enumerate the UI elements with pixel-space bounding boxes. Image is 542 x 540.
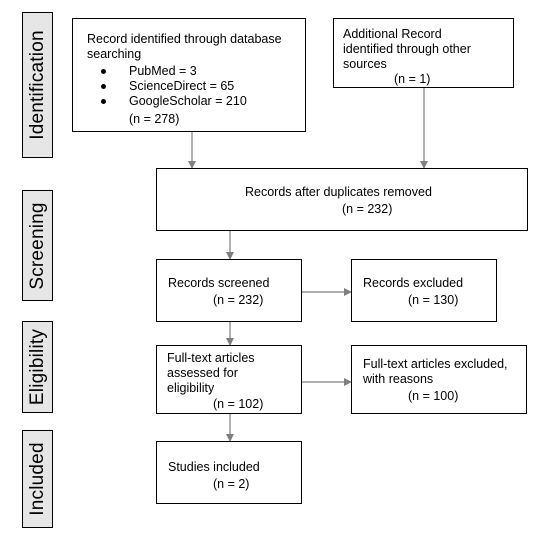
fulltext-assessed-count: (n = 102) (213, 397, 264, 411)
records-screened-count: (n = 232) (213, 293, 264, 307)
source-pubmed-label: PubMed = 3 (129, 64, 197, 78)
records-excluded-label: Records excluded (363, 276, 464, 290)
studies-included-count: (n = 2) (213, 477, 250, 491)
source-googlescholar-label: GoogleScholar = 210 (129, 94, 247, 108)
duplicates-removed-label: Records after duplicates removed (245, 185, 432, 199)
duplicates-removed-box: Records after duplicates removed (n = 23… (156, 168, 528, 231)
duplicates-removed-count: (n = 232) (342, 202, 393, 216)
database-search-box: Record identified through database searc… (72, 18, 306, 132)
records-excluded-box: Records excluded (n = 130) (351, 259, 497, 322)
source-sciencedirect-label: ScienceDirect = 65 (129, 79, 235, 93)
other-sources-line2: identified through other (343, 42, 471, 56)
fulltext-assessed-line3: eligibility (167, 381, 215, 395)
other-sources-box: Additional Record identified through oth… (333, 18, 514, 88)
fulltext-assessed-line1: Full-text articles (167, 351, 255, 365)
records-screened-label: Records screened (168, 276, 270, 290)
stage-identification: Identification (22, 12, 53, 158)
fulltext-excluded-line2: with reasons (363, 372, 434, 386)
stage-screening: Screening (22, 190, 53, 301)
records-excluded-count: (n = 130) (408, 293, 459, 307)
database-search-line2: searching (87, 47, 142, 61)
bullet-icon (101, 84, 106, 89)
other-sources-line1: Additional Record (343, 27, 442, 41)
other-sources-line3: sources (343, 57, 387, 71)
studies-included-label: Studies included (168, 460, 260, 474)
database-search-line1: Record identified through database (87, 32, 282, 46)
database-search-count: (n = 278) (129, 112, 180, 126)
fulltext-excluded-count: (n = 100) (408, 389, 459, 403)
fulltext-assessed-box: Full-text articles assessed for eligibil… (156, 345, 302, 414)
records-screened-box: Records screened (n = 232) (156, 259, 302, 322)
stage-eligibility: Eligibility (22, 321, 53, 413)
fulltext-excluded-box: Full-text articles excluded, with reason… (351, 345, 527, 414)
bullet-icon (101, 69, 106, 74)
fulltext-excluded-line1: Full-text articles excluded, (363, 357, 508, 371)
bullet-icon (101, 99, 106, 104)
studies-included-box: Studies included (n = 2) (156, 441, 302, 504)
fulltext-assessed-line2: assessed for (167, 366, 238, 380)
stage-included: Included (22, 430, 53, 528)
other-sources-count: (n = 1) (394, 72, 431, 86)
